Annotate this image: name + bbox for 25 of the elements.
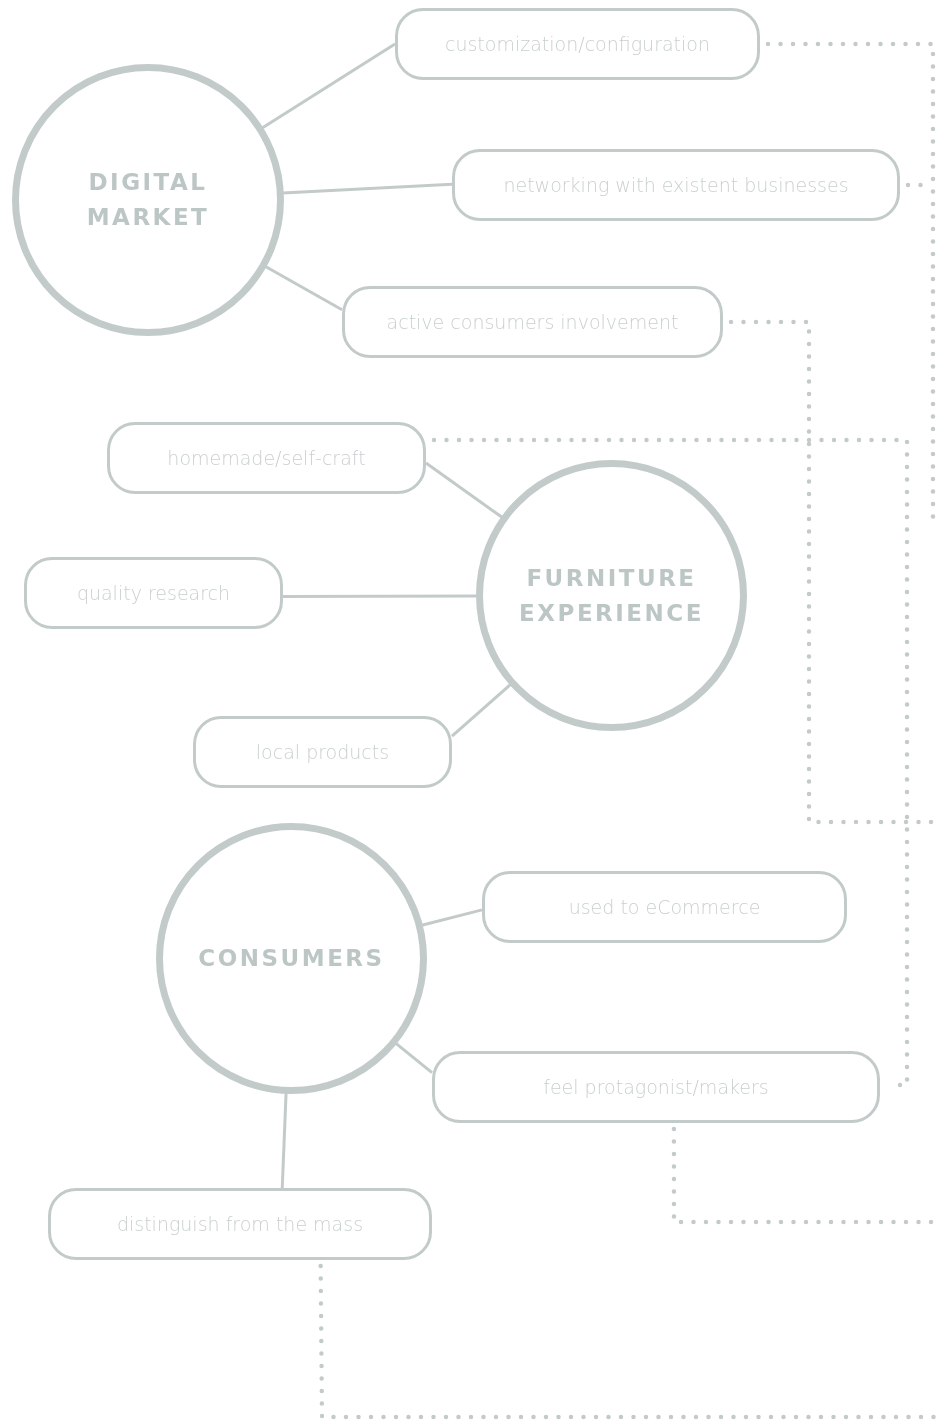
- idea-pill: [342, 286, 723, 358]
- dotted-connector: [431, 437, 910, 1088]
- topic-circle: [12, 64, 284, 336]
- idea-pill: [432, 1051, 880, 1123]
- idea-pill: [482, 871, 847, 943]
- connector-line: [451, 683, 512, 738]
- idea-pill: [24, 557, 283, 629]
- topic-title: DIGITAL MARKET: [85, 168, 211, 232]
- idea-pill: [452, 149, 900, 221]
- idea-pill: [107, 422, 426, 494]
- connector-line: [394, 1042, 433, 1074]
- connector-line: [261, 42, 396, 130]
- connector-line: [425, 461, 503, 519]
- connector-line: [280, 1092, 288, 1189]
- connector-line: [283, 594, 477, 599]
- connector-line: [264, 265, 343, 312]
- idea-pill: [193, 716, 452, 788]
- connector-line: [421, 908, 483, 927]
- idea-pill: [48, 1188, 432, 1260]
- topic-title: CONSUMERS: [197, 944, 386, 973]
- idea-pill: [395, 8, 760, 80]
- topic-title: FURNITURE EXPERIENCE: [518, 563, 705, 628]
- topic-circle: [476, 460, 747, 731]
- connector-line: [282, 182, 453, 195]
- topic-circle: [156, 823, 427, 1094]
